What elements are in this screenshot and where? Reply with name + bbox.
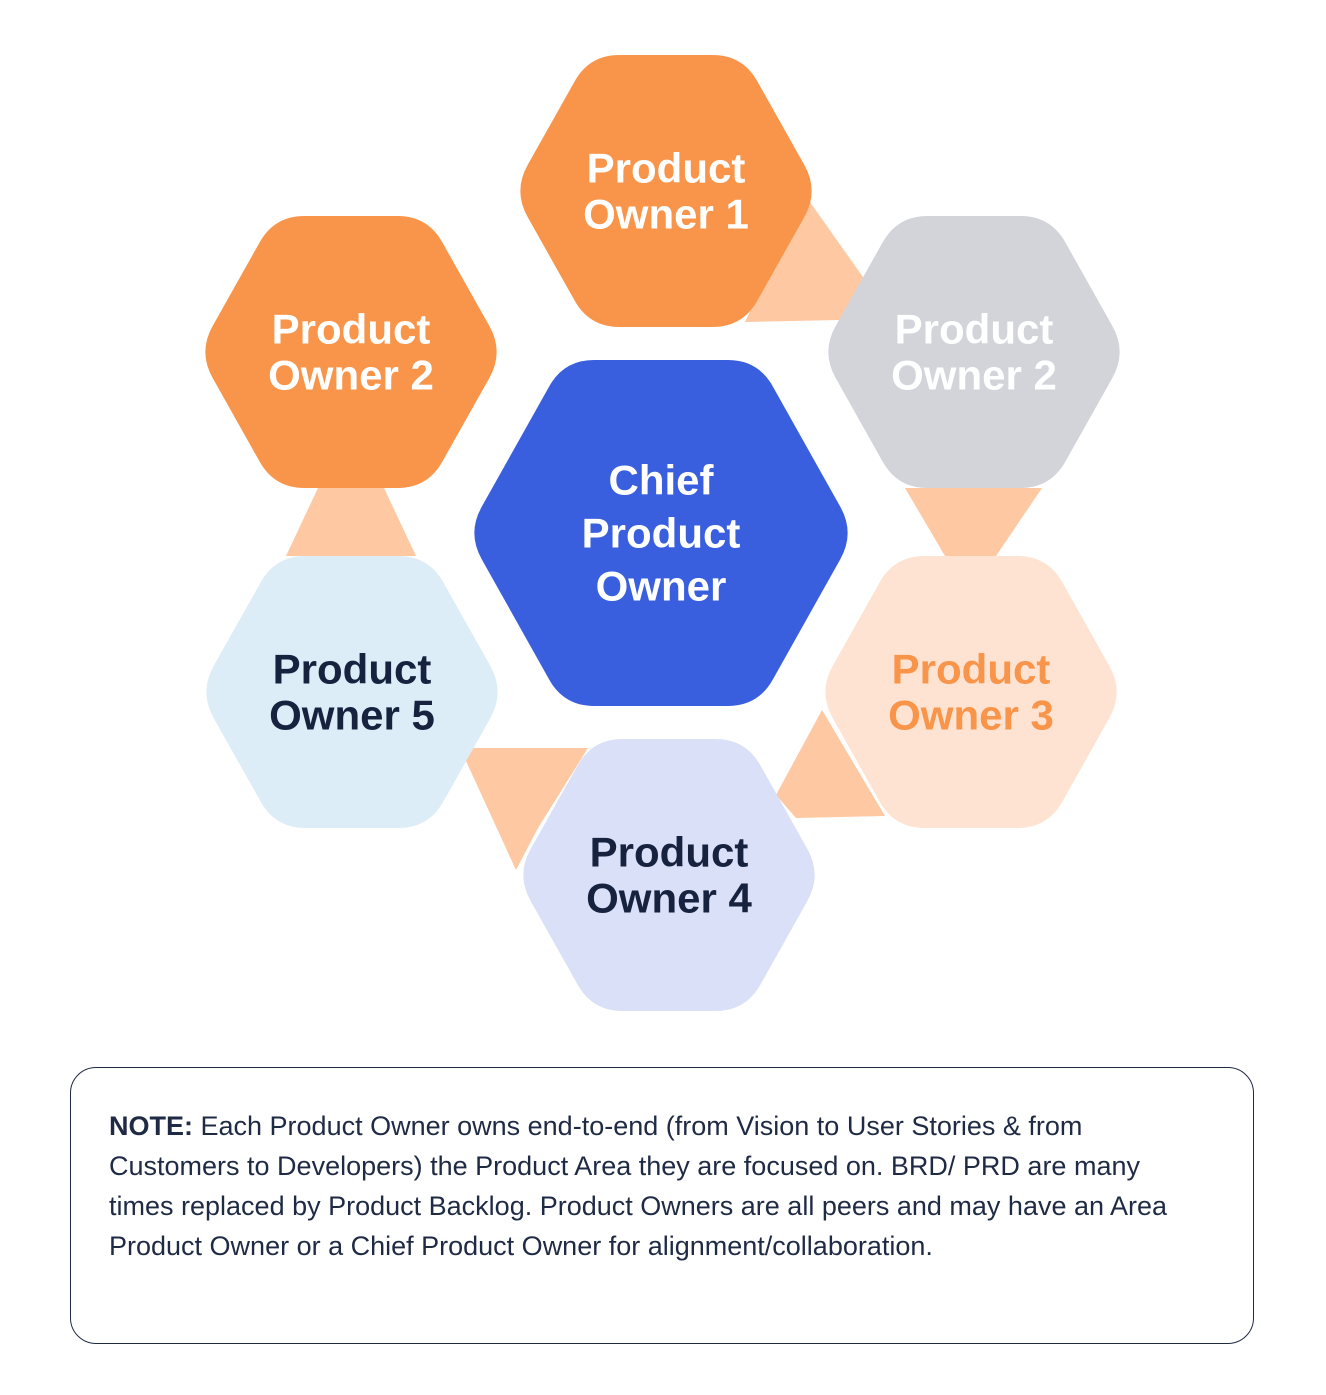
- connector-po4-po5: [460, 748, 588, 870]
- connector-po1-po2: [745, 195, 865, 322]
- product-owner-1-label-line: Owner 1: [583, 191, 749, 238]
- product-owner-1-label-line: Product: [587, 145, 746, 192]
- connector-po3-po4: [776, 710, 885, 818]
- product-owner-3-label-line: Product: [892, 646, 1051, 693]
- chief-product-owner-label-line: Product: [582, 510, 741, 557]
- product-owner-4-label-line: Product: [590, 829, 749, 876]
- product-owner-1-shape: [520, 55, 812, 327]
- note-label: NOTE:: [109, 1111, 193, 1141]
- note-text: NOTE: Each Product Owner owns end-to-end…: [109, 1106, 1169, 1266]
- connectors: [286, 195, 1042, 870]
- product-owner-4-label-line: Owner 4: [586, 875, 752, 922]
- note-body: Each Product Owner owns end-to-end (from…: [109, 1111, 1168, 1261]
- product-owner-2-left-label-line: Product: [272, 306, 431, 353]
- product-owner-3-shape: [825, 556, 1117, 828]
- product-owner-5-label-line: Product: [273, 646, 432, 693]
- connector-po5-po2: [286, 488, 416, 556]
- product-owner-2-right-shape: [828, 216, 1120, 488]
- product-owner-3-label-line: Owner 3: [888, 692, 1054, 739]
- product-owner-5-label-line: Owner 5: [269, 692, 435, 739]
- chief-product-owner-shape: [474, 360, 848, 706]
- chief-product-owner-label-line: Owner: [596, 563, 727, 610]
- connector-po2-po3: [905, 488, 1042, 556]
- note-box: NOTE: Each Product Owner owns end-to-end…: [70, 1067, 1254, 1344]
- product-owner-5-shape: [206, 556, 498, 828]
- product-owner-2-left-label-line: Owner 2: [268, 352, 434, 399]
- product-owner-4-shape: [523, 739, 815, 1011]
- product-owner-2-right-label-line: Product: [895, 306, 1054, 353]
- product-owner-2-right-label-line: Owner 2: [891, 352, 1057, 399]
- product-owner-2-left-shape: [205, 216, 497, 488]
- chief-product-owner-label-line: Chief: [609, 457, 715, 504]
